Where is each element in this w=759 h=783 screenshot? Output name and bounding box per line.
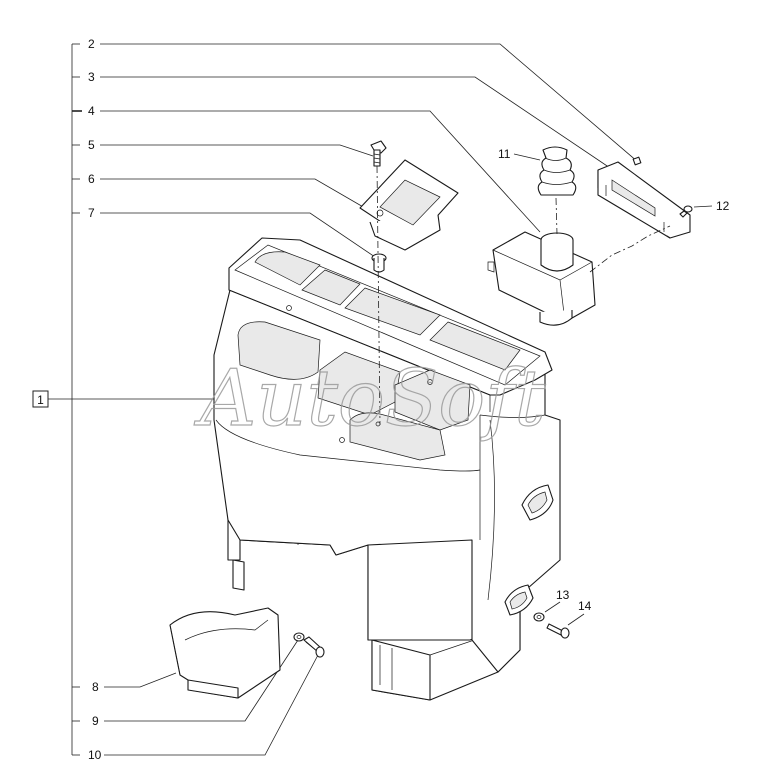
svg-text:5: 5 [88, 138, 95, 152]
callout-3: 3 [88, 70, 623, 177]
svg-text:7: 7 [88, 206, 95, 220]
callout-bracket [71, 43, 82, 756]
bezel-part-6 [359, 159, 459, 251]
small-screw-part-2 [632, 156, 642, 166]
svg-text:8: 8 [92, 680, 99, 694]
callout-2: 2 [88, 37, 639, 163]
callout-8: 8 [92, 672, 177, 694]
assembly-lines [376, 165, 671, 426]
callout-11: 11 [498, 147, 541, 161]
svg-text:14: 14 [578, 599, 592, 613]
callout-10: 10 [88, 654, 319, 762]
side-cover-part-8 [169, 607, 281, 699]
grommet-part-7 [371, 253, 387, 273]
callout-13: 13 [544, 588, 570, 613]
boot-part-11 [537, 146, 577, 196]
svg-text:10: 10 [88, 748, 102, 762]
switch-block-part-4 [487, 231, 596, 326]
svg-text:13: 13 [556, 588, 570, 602]
svg-text:6: 6 [88, 172, 95, 186]
main-callout-label: 1 [37, 393, 44, 407]
panel-plate-part-3 [597, 161, 691, 239]
callout-7: 7 [88, 206, 376, 258]
main-callout-1: 1 [32, 390, 310, 408]
callout-12: 12 [693, 199, 730, 213]
screw-part-5 [370, 140, 387, 167]
washer-part-9 [293, 632, 305, 642]
svg-text:11: 11 [498, 147, 511, 161]
washer-part-13 [533, 612, 545, 622]
svg-text:12: 12 [716, 199, 730, 213]
svg-text:2: 2 [88, 37, 95, 51]
callout-5: 5 [88, 138, 374, 157]
svg-text:3: 3 [88, 70, 95, 84]
callout-4: 4 [88, 104, 541, 233]
screw-part-12 [679, 205, 693, 218]
console-housing [213, 237, 561, 701]
svg-text:9: 9 [92, 714, 99, 728]
callout-14: 14 [567, 599, 592, 626]
bolt-part-10 [303, 636, 325, 658]
watermark-text: AutoSoft [194, 354, 546, 444]
callout-6: 6 [88, 172, 366, 209]
svg-text:4: 4 [88, 104, 95, 118]
bolt-part-14 [546, 623, 570, 639]
